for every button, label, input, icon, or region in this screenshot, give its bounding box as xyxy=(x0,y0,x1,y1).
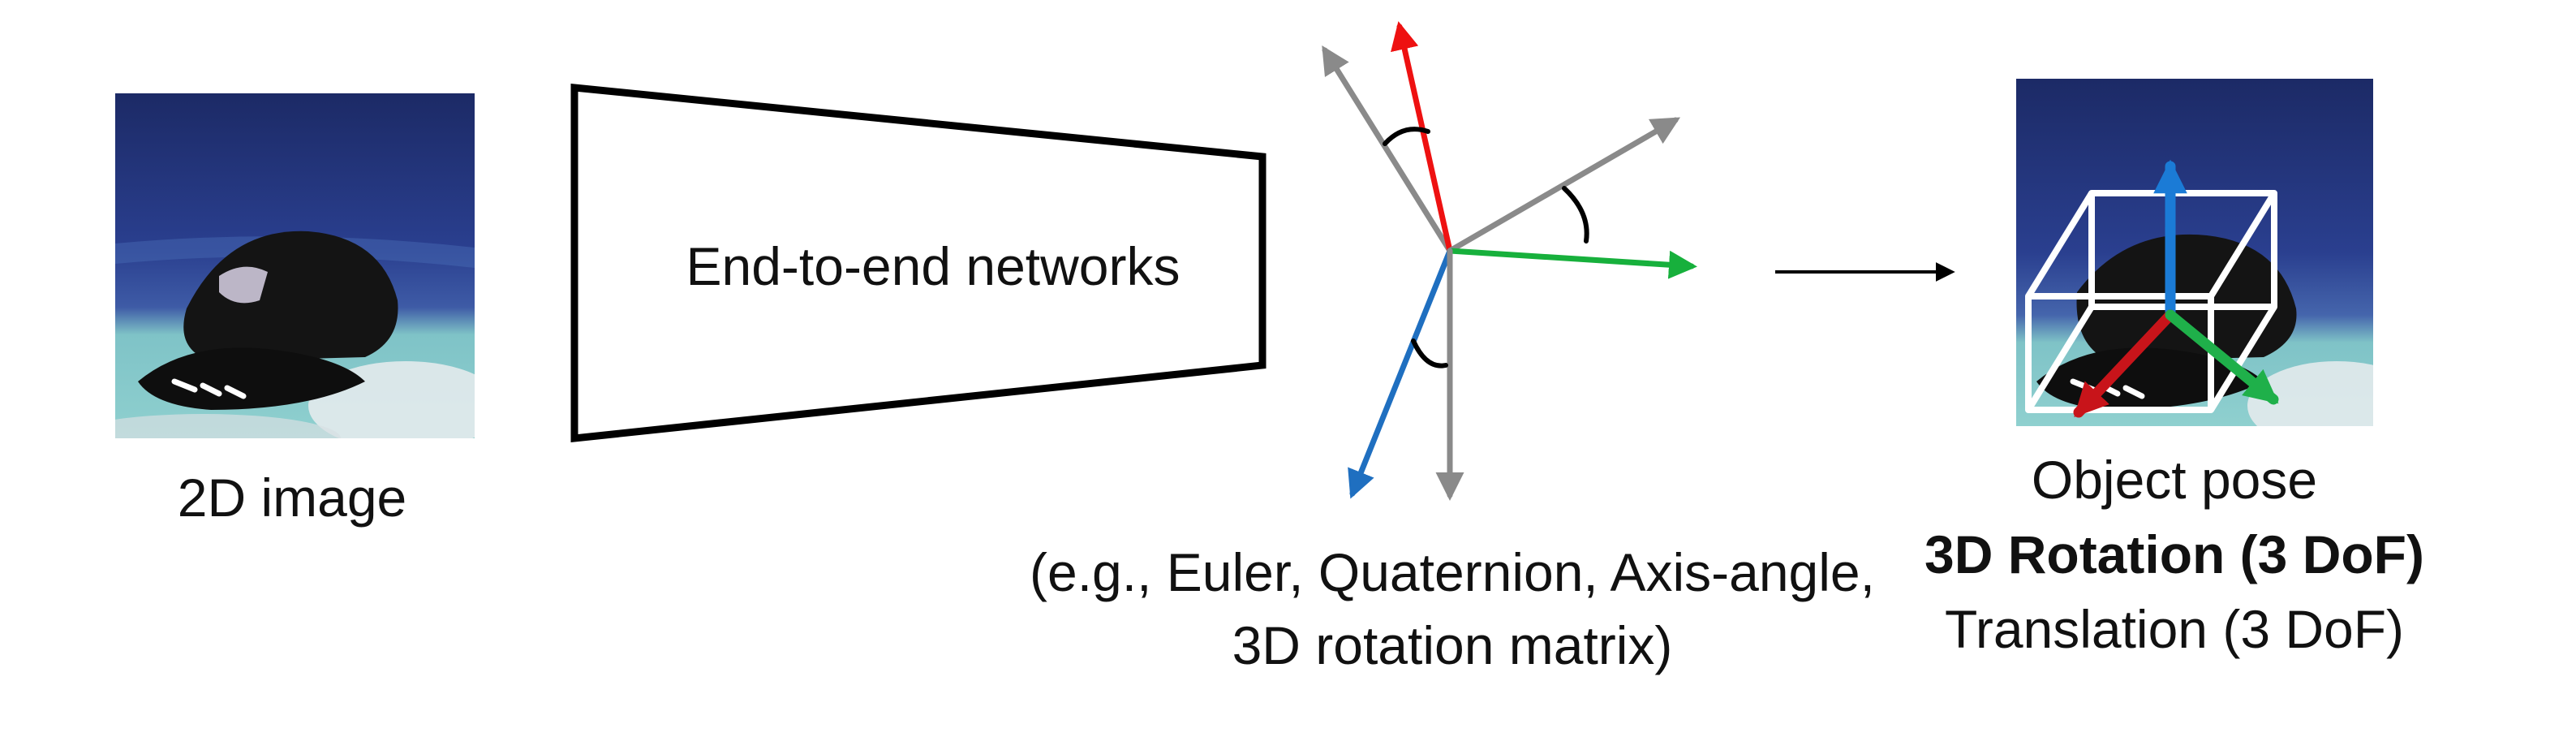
network-block xyxy=(570,84,1266,443)
network-label: End-to-end networks xyxy=(686,236,1180,296)
angle-arc-right xyxy=(1562,186,1589,244)
pose-rotation: 3D Rotation (3 DoF) xyxy=(1924,524,2424,584)
gray-axis-upper-right xyxy=(1447,117,1681,254)
output-caption: Object pose 3D Rotation (3 DoF) Translat… xyxy=(1866,442,2483,666)
pose-axes xyxy=(2073,159,2279,418)
gray-axis-upper-left xyxy=(1322,45,1453,254)
pose-axis-left xyxy=(2073,309,2176,418)
pose-bounding-box xyxy=(2025,190,2277,413)
blue-axis xyxy=(1348,248,1453,499)
output-image xyxy=(2016,79,2373,426)
green-axis xyxy=(1447,248,1697,279)
angle-arc-bottom xyxy=(1411,338,1448,368)
pose-axis-right xyxy=(2165,309,2279,405)
rotation-representation-caption: (e.g., Euler, Quaternion, Axis-angle, 3D… xyxy=(1030,542,1875,675)
input-image xyxy=(115,93,475,438)
rotation-axes xyxy=(1322,21,1697,501)
red-axis xyxy=(1391,21,1453,254)
input-caption: 2D image xyxy=(177,468,407,528)
angle-arc-top xyxy=(1383,127,1430,146)
pose-title: Object pose xyxy=(2031,450,2318,510)
pose-translation: Translation (3 DoF) xyxy=(1944,599,2405,659)
